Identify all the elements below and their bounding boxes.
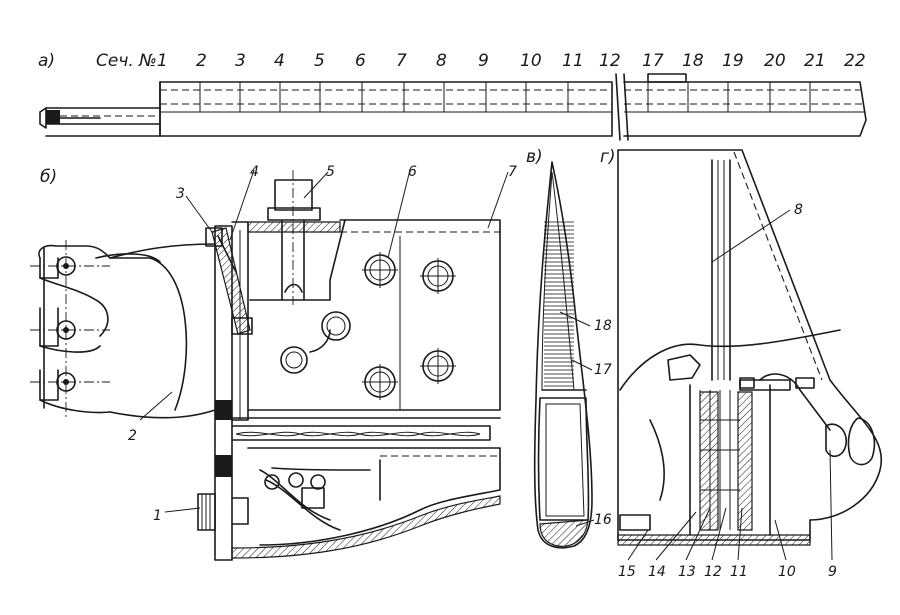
view-a-blade-plan: а) Сеч. №1 2 3 4 5 6 7 8 9 10 11 12 17 18 19 20 21 22 bbox=[38, 51, 867, 141]
section-label-18: 18 bbox=[682, 51, 704, 71]
section-label-4: 4 bbox=[274, 51, 285, 71]
callout-12: 12 bbox=[704, 564, 722, 580]
callout-8: 8 bbox=[794, 202, 803, 218]
section-label-10: 10 bbox=[520, 51, 542, 71]
lightening-holes bbox=[280, 252, 456, 400]
view-v-airfoil-section: в) bbox=[526, 147, 593, 549]
callout-10: 10 bbox=[778, 564, 796, 580]
section-label-17: 17 bbox=[642, 51, 664, 71]
callout-6: 6 bbox=[408, 164, 417, 180]
view-g-tip-section: г) bbox=[600, 147, 883, 546]
view-label-v: в) bbox=[526, 147, 543, 167]
section-label-8: 8 bbox=[436, 51, 447, 71]
callout-13: 13 bbox=[678, 564, 696, 580]
callout-11: 11 bbox=[730, 564, 748, 580]
view-label-a: а) bbox=[38, 51, 55, 71]
section-label-20: 20 bbox=[764, 51, 786, 71]
section-label-7: 7 bbox=[396, 51, 407, 71]
view-b-root-section: б) bbox=[30, 167, 501, 561]
section-label-9: 9 bbox=[478, 51, 489, 71]
section-label-6: 6 bbox=[355, 51, 366, 71]
callout-14: 14 bbox=[648, 564, 666, 580]
callout-7: 7 bbox=[508, 164, 517, 180]
callout-4: 4 bbox=[250, 164, 259, 180]
callout-numbers: 1 2 3 4 5 6 7 8 9 10 11 12 13 14 15 16 1… bbox=[128, 164, 837, 580]
section-label-5: 5 bbox=[314, 51, 325, 71]
callout-16: 16 bbox=[594, 512, 612, 528]
section-label-2: 2 bbox=[196, 51, 207, 71]
section-prefix: Сеч. №1 bbox=[96, 51, 168, 71]
callout-18: 18 bbox=[594, 318, 612, 334]
section-label-21: 21 bbox=[804, 51, 826, 71]
section-label-19: 19 bbox=[722, 51, 744, 71]
callout-17: 17 bbox=[594, 362, 612, 378]
section-label-12: 12 bbox=[599, 51, 621, 71]
callout-15: 15 bbox=[618, 564, 636, 580]
view-label-b: б) bbox=[40, 167, 57, 187]
leader-lines bbox=[139, 169, 833, 561]
callout-3: 3 bbox=[176, 186, 185, 202]
section-label-22: 22 bbox=[844, 51, 866, 71]
callout-5: 5 bbox=[326, 164, 335, 180]
section-ticks bbox=[199, 82, 811, 112]
section-label-3: 3 bbox=[235, 51, 246, 71]
callout-1: 1 bbox=[153, 508, 162, 524]
section-labels: 2 3 4 5 6 7 8 9 10 11 12 17 18 19 20 21 22 bbox=[196, 51, 866, 71]
callout-9: 9 bbox=[828, 564, 837, 580]
callout-2: 2 bbox=[128, 428, 137, 444]
section-label-11: 11 bbox=[562, 51, 584, 71]
view-label-g: г) bbox=[600, 147, 616, 167]
